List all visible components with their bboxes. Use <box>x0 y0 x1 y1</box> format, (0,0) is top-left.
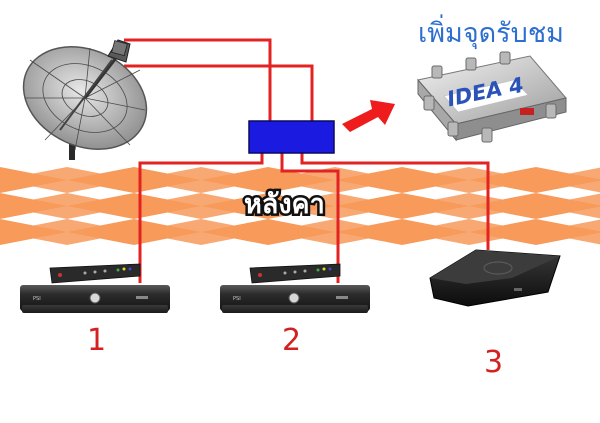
receiver-number-2: 2 <box>282 323 301 358</box>
roof-tile <box>536 193 600 219</box>
multiswitch-icon: IDEA 4 <box>417 51 567 143</box>
remote-control-icon <box>249 263 341 284</box>
satellite-dish-icon <box>22 39 148 160</box>
splitter-box <box>248 120 335 154</box>
cable-receiver-3 <box>300 153 490 250</box>
roof-tile <box>134 193 268 219</box>
cable-receiver-2 <box>280 153 340 283</box>
roof-tile <box>402 193 536 219</box>
remote-control-icon <box>49 263 141 284</box>
receiver-brand: PSI <box>233 296 241 302</box>
title: เพิ่มจุดรับชม <box>418 14 564 50</box>
cable-lnb-b <box>124 64 314 121</box>
roof-tile <box>402 167 536 193</box>
cables <box>124 38 490 283</box>
roof-tile <box>268 167 402 193</box>
roof-tile <box>134 219 268 245</box>
multiswitch-label: 4 <box>506 73 526 100</box>
cable-lnb-a <box>124 38 272 121</box>
power-button-icon <box>89 292 101 304</box>
receiver-2: PSI <box>220 263 370 313</box>
receiver-number-3: 3 <box>484 345 503 380</box>
roof-pattern <box>0 167 600 245</box>
roof-tile <box>402 219 536 245</box>
roof-tile <box>536 219 600 245</box>
roof-tile <box>0 193 134 219</box>
cable-receiver-1 <box>138 153 264 283</box>
roof-tile <box>268 219 402 245</box>
arrow-right-icon <box>342 100 395 132</box>
receiver-brand: PSI <box>33 296 41 302</box>
receiver-1: PSI <box>20 263 170 313</box>
roof-tile <box>536 167 600 193</box>
roof-label: หลังคา <box>244 189 325 220</box>
roof-tile <box>0 219 134 245</box>
receiver-number-1: 1 <box>87 323 106 358</box>
android-box-icon <box>429 249 561 307</box>
roof-tile <box>268 193 402 219</box>
roof-tile <box>0 167 134 193</box>
roof-tile <box>134 167 268 193</box>
power-button-icon <box>288 292 300 304</box>
